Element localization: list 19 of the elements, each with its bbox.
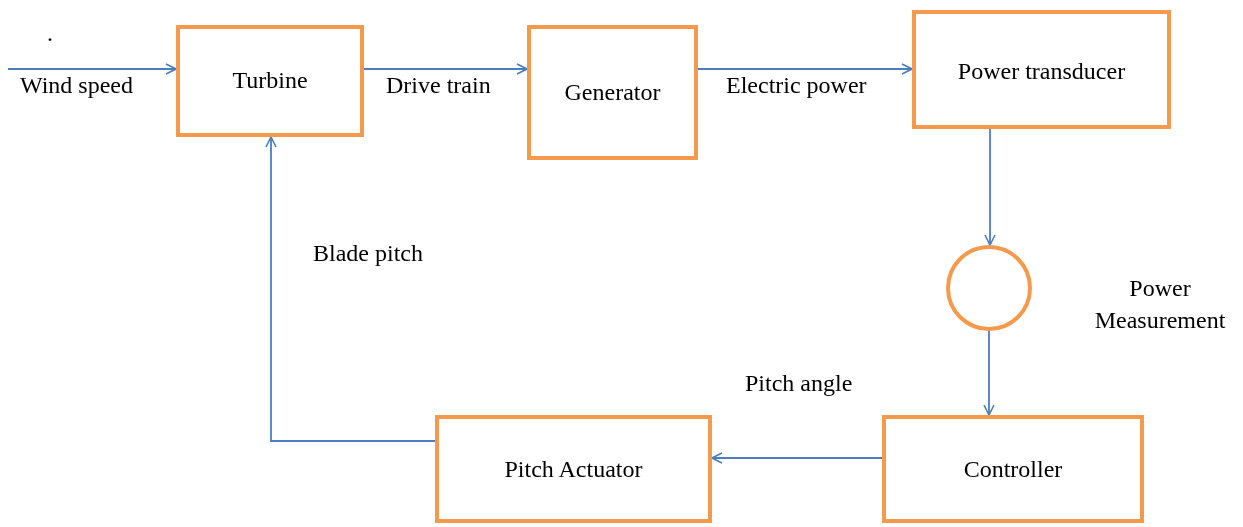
block-label: Controller — [963, 455, 1063, 483]
block-label: Turbine — [232, 67, 308, 94]
block-box — [882, 415, 1144, 523]
arrow — [697, 63, 913, 75]
block-box — [176, 25, 364, 137]
block-box — [912, 10, 1171, 129]
block-box — [435, 415, 712, 523]
arrow — [984, 128, 996, 246]
dot-mark: . — [47, 20, 53, 47]
node-caption: Power Measurement — [1093, 274, 1227, 335]
arrow — [7, 63, 177, 75]
arrow — [983, 330, 995, 416]
arrow — [711, 452, 883, 464]
block-label: Power transducer — [957, 58, 1126, 85]
arrow — [265, 136, 436, 442]
arrow — [363, 63, 528, 75]
block-label: Generator — [564, 79, 661, 106]
block-box — [527, 25, 698, 160]
block-label: Pitch Actuator — [504, 455, 643, 483]
